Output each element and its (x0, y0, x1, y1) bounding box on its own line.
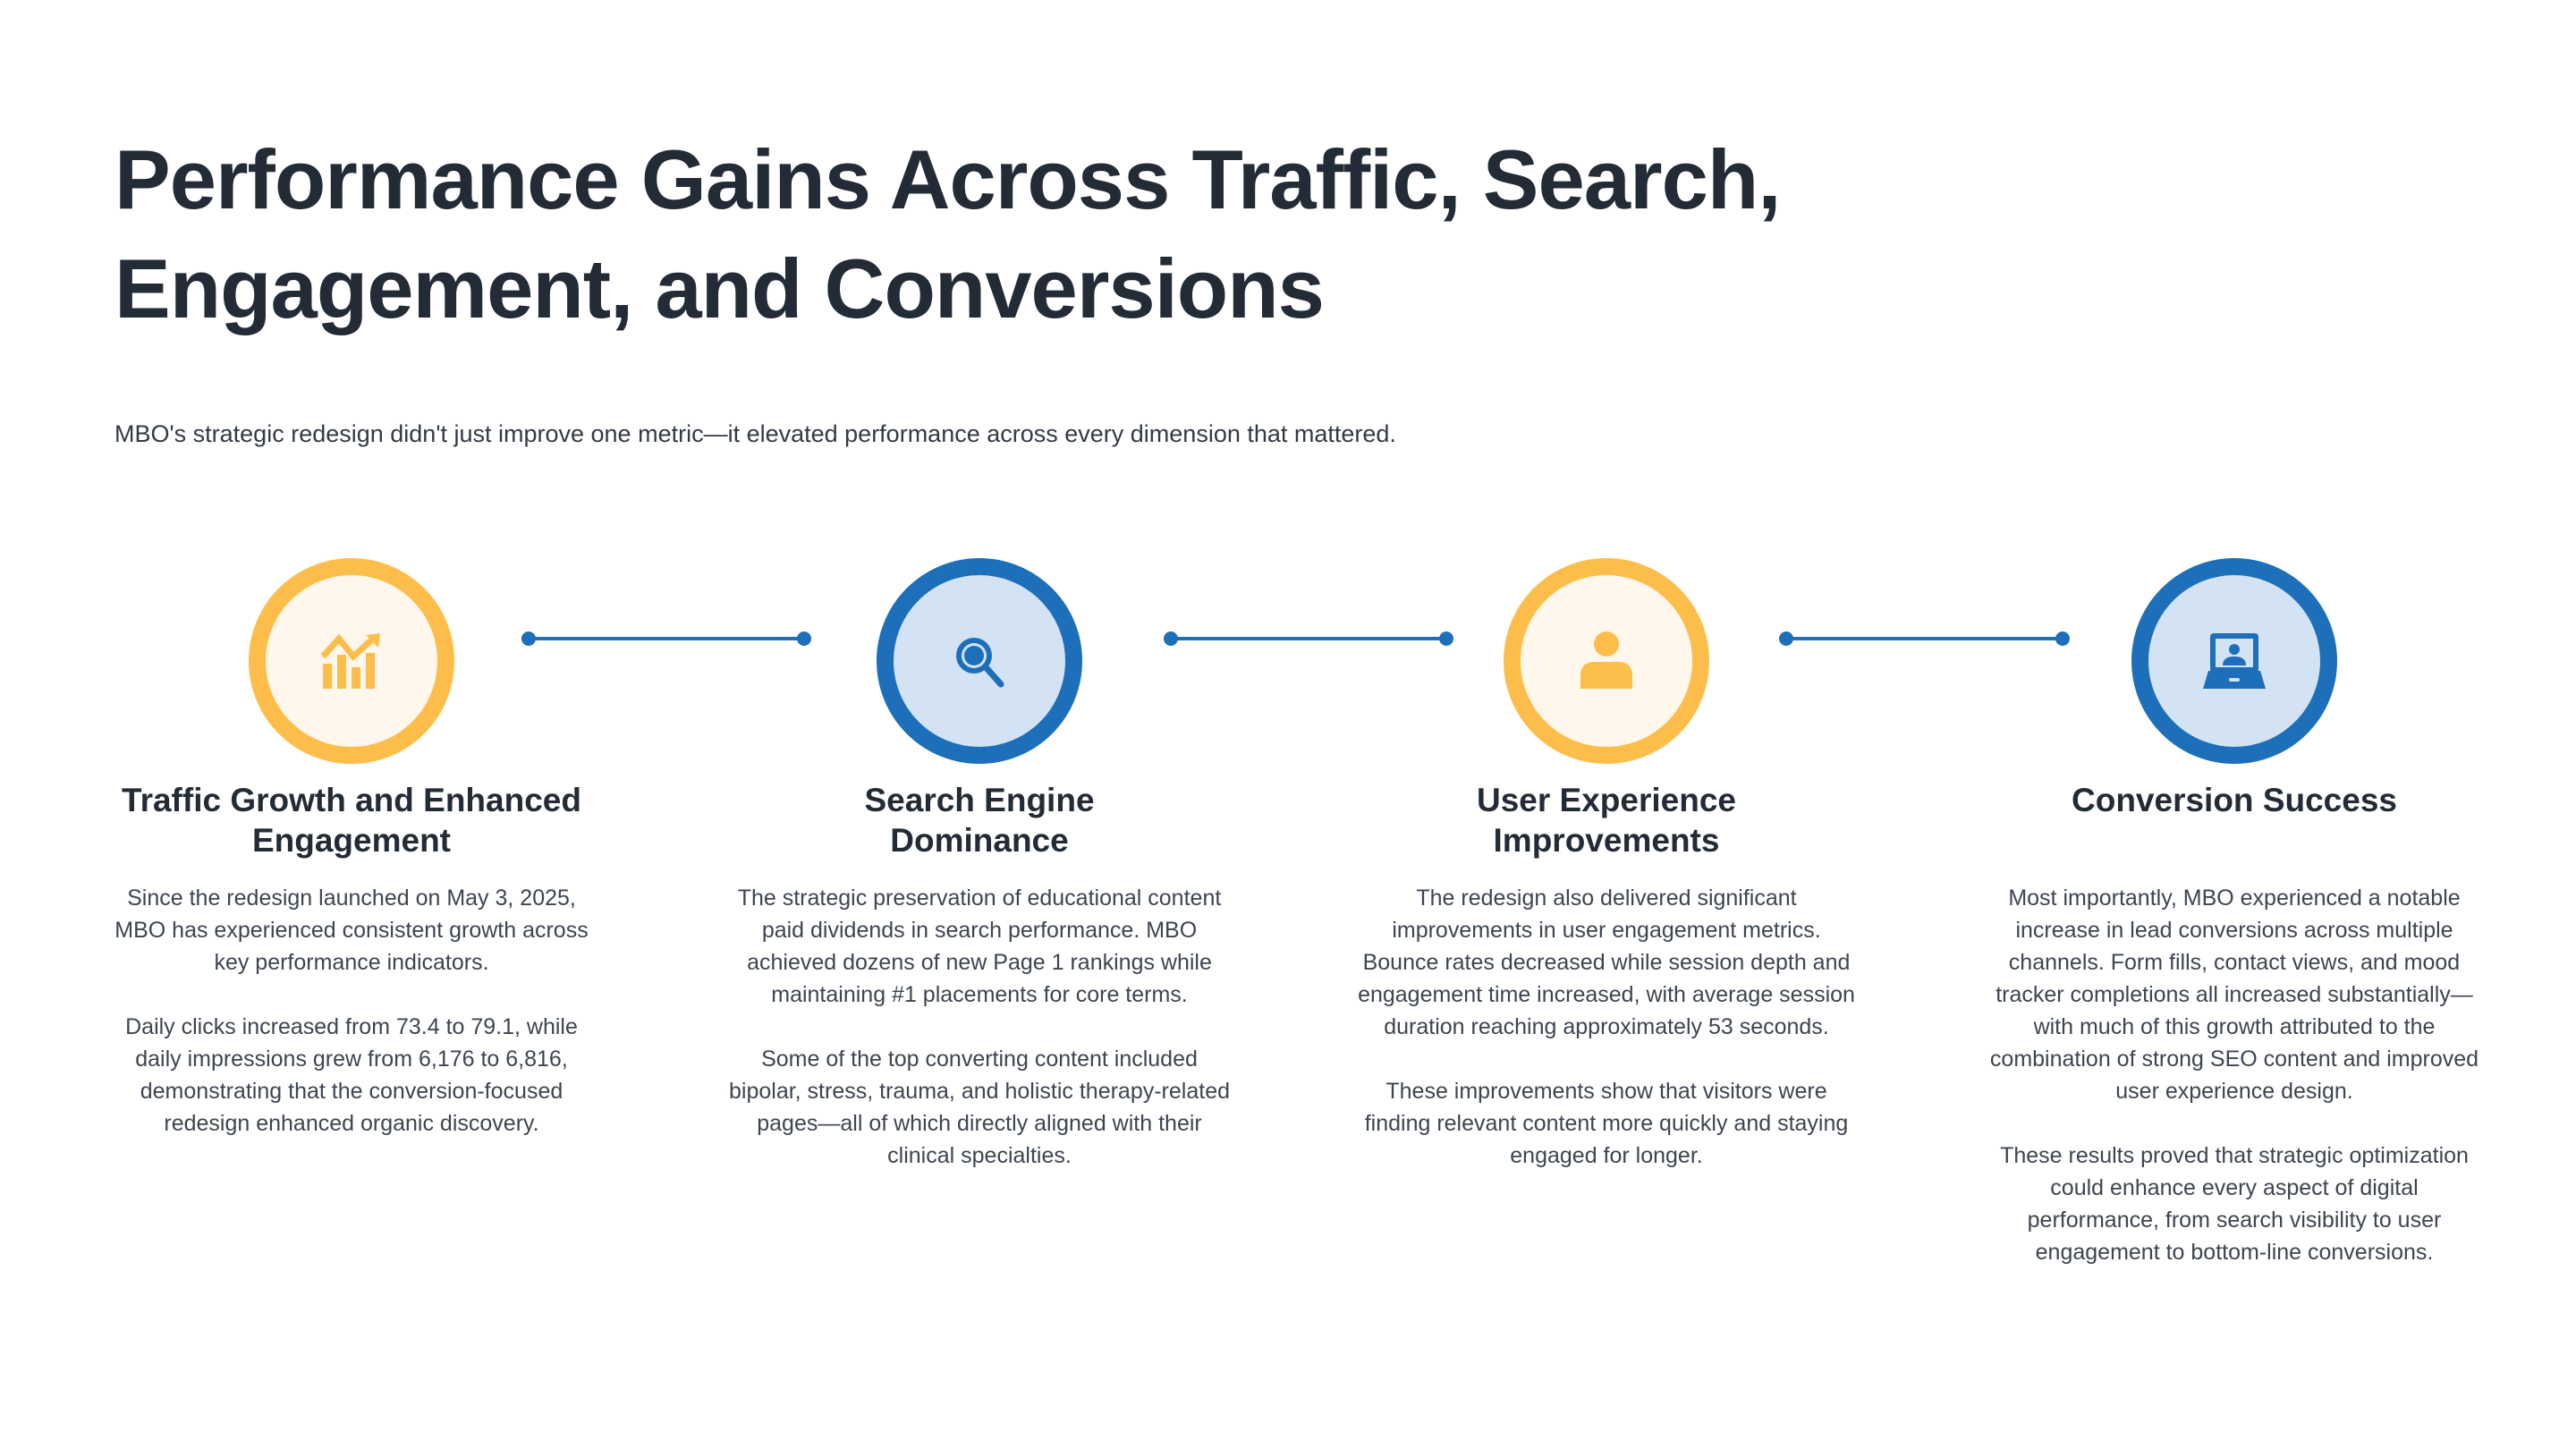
step-1-badge (249, 558, 454, 764)
step-2-column: Search Engine Dominance The strategic pr… (729, 780, 1230, 1204)
step-heading: Search Engine Dominance (864, 782, 1095, 859)
connector-2-3 (1164, 631, 1453, 646)
step-4-column: Conversion Success Most importantly, MBO… (1984, 780, 2485, 1301)
step-1-column: Traffic Growth and Enhanced Engagement S… (101, 780, 602, 1172)
step-3-badge (1504, 558, 1709, 764)
step-2-badge (877, 558, 1082, 764)
step-paragraph: These results proved that strategic opti… (2000, 1143, 2469, 1265)
page-title: Performance Gains Across Traffic, Search… (114, 132, 1781, 335)
connector-1-2 (521, 631, 811, 646)
step-paragraph: Most importantly, MBO experienced a nota… (1989, 886, 2479, 1104)
step-heading: Conversion Success (2072, 782, 2397, 818)
step-paragraph: The redesign also delivered significant … (1358, 886, 1855, 1039)
step-paragraph: Some of the top converting content inclu… (729, 1046, 1230, 1168)
page-subtitle: MBO's strategic redesign didn't just imp… (114, 420, 1396, 447)
step-4-badge (2131, 558, 2337, 764)
search-icon (956, 638, 1004, 688)
user-icon (1580, 631, 1632, 689)
step-3-column: User Experience Improvements The redesig… (1356, 780, 1857, 1204)
step-paragraph: Since the redesign launched on May 3, 20… (114, 886, 589, 975)
step-paragraph: The strategic preservation of educationa… (737, 886, 1222, 1007)
laptop-user-icon (2203, 633, 2266, 689)
step-paragraph: These improvements show that visitors we… (1364, 1079, 1849, 1168)
step-heading: Traffic Growth and Enhanced Engagement (122, 782, 581, 859)
step-heading: User Experience Improvements (1476, 782, 1736, 859)
step-paragraph: Daily clicks increased from 73.4 to 79.1… (125, 1014, 578, 1136)
growth-chart-icon (320, 633, 380, 689)
connector-3-4 (1779, 631, 2070, 646)
